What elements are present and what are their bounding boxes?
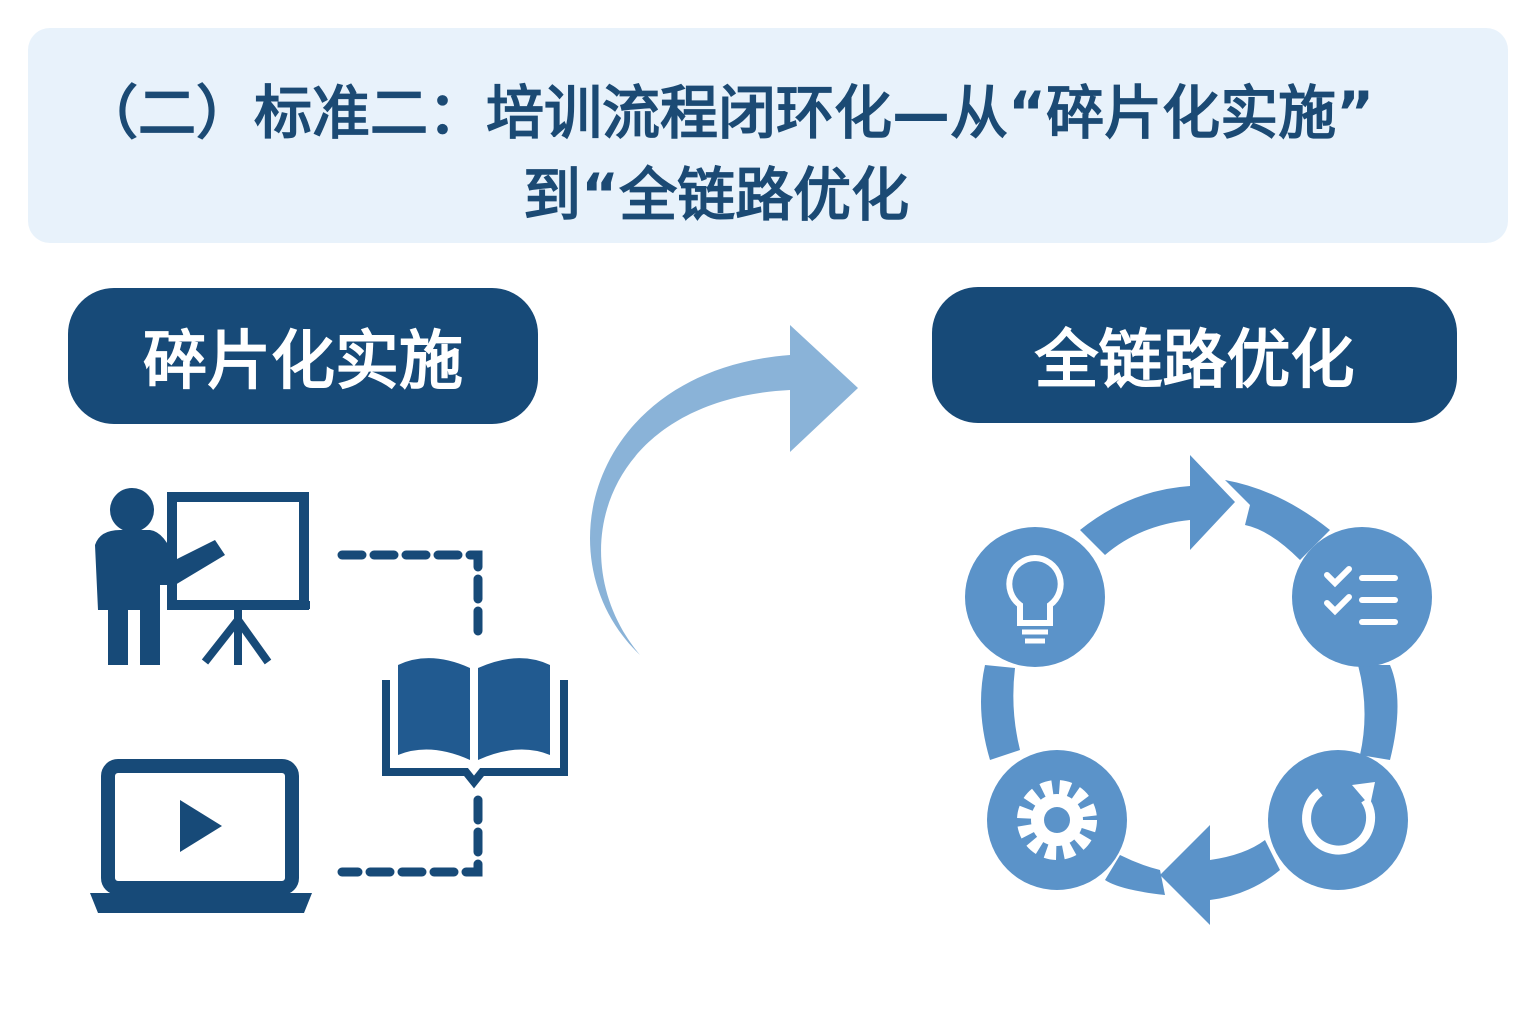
title-line-2: 到“全链路优化 — [523, 161, 910, 229]
fragmented-label: 碎片化实施 — [68, 288, 538, 424]
gear-icon — [987, 750, 1127, 890]
teacher-presentation-icon — [95, 488, 310, 665]
cycle-arrows-icon — [981, 455, 1398, 925]
title-line-1: （二）标准二：培训流程闭环化—从“碎片化实施” — [80, 79, 1375, 147]
transition-arrow-icon — [590, 325, 858, 655]
book-icon — [382, 658, 568, 789]
laptop-video-icon — [90, 759, 312, 913]
refresh-icon — [1268, 750, 1408, 890]
title-box: （二）标准二：培训流程闭环化—从“碎片化实施” 到“全链路优化 — [28, 28, 1508, 243]
checklist-icon — [1292, 527, 1432, 667]
lightbulb-icon — [965, 527, 1105, 667]
full-chain-label: 全链路优化 — [932, 287, 1457, 423]
dashed-connector — [337, 550, 483, 877]
